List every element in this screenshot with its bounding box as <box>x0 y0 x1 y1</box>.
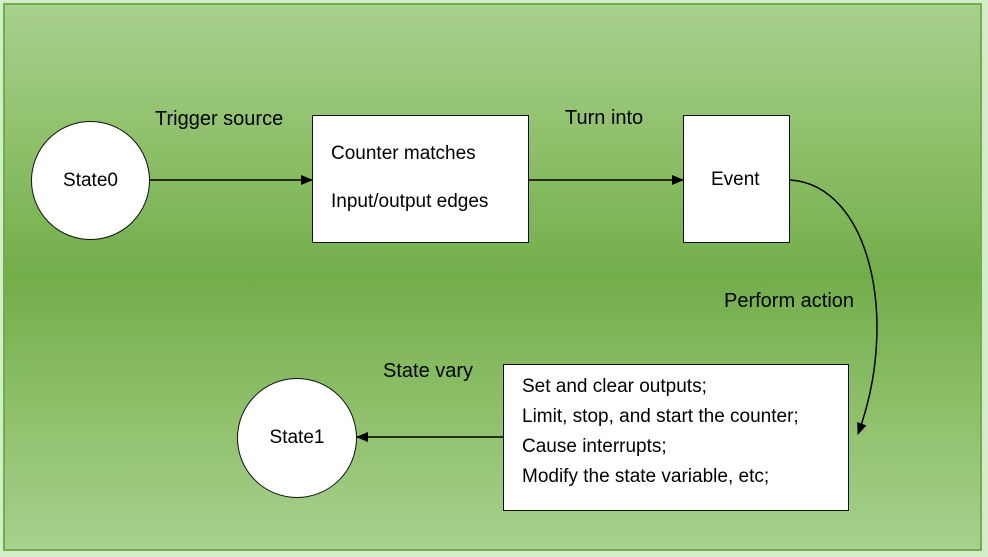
event-label: Event <box>711 169 760 190</box>
action-line-3: Cause interrupts; <box>522 436 667 457</box>
action-line-2: Limit, stop, and start the counter; <box>522 406 799 427</box>
state0-node: State0 <box>31 121 150 240</box>
state0-label: State0 <box>63 169 118 191</box>
trigger-line-1: Counter matches <box>331 143 476 164</box>
edge-label-perform-action: Perform action <box>724 290 855 312</box>
trigger-line-2: Input/output edges <box>331 191 489 212</box>
state1-node: State1 <box>237 378 357 498</box>
action-line-1: Set and clear outputs; <box>522 376 707 397</box>
edge-label-state-vary: State vary <box>383 360 474 382</box>
event-node: Event <box>683 115 790 243</box>
trigger-box: Counter matches Input/output edges <box>312 115 529 243</box>
edge-label-turn-into: Turn into <box>565 107 644 129</box>
action-line-4: Modify the state variable, etc; <box>522 466 770 487</box>
action-box: Set and clear outputs; Limit, stop, and … <box>503 364 849 511</box>
arrow-event-to-action <box>789 179 878 435</box>
state1-label: State1 <box>269 427 325 448</box>
edge-label-trigger-source: Trigger source <box>155 108 284 130</box>
